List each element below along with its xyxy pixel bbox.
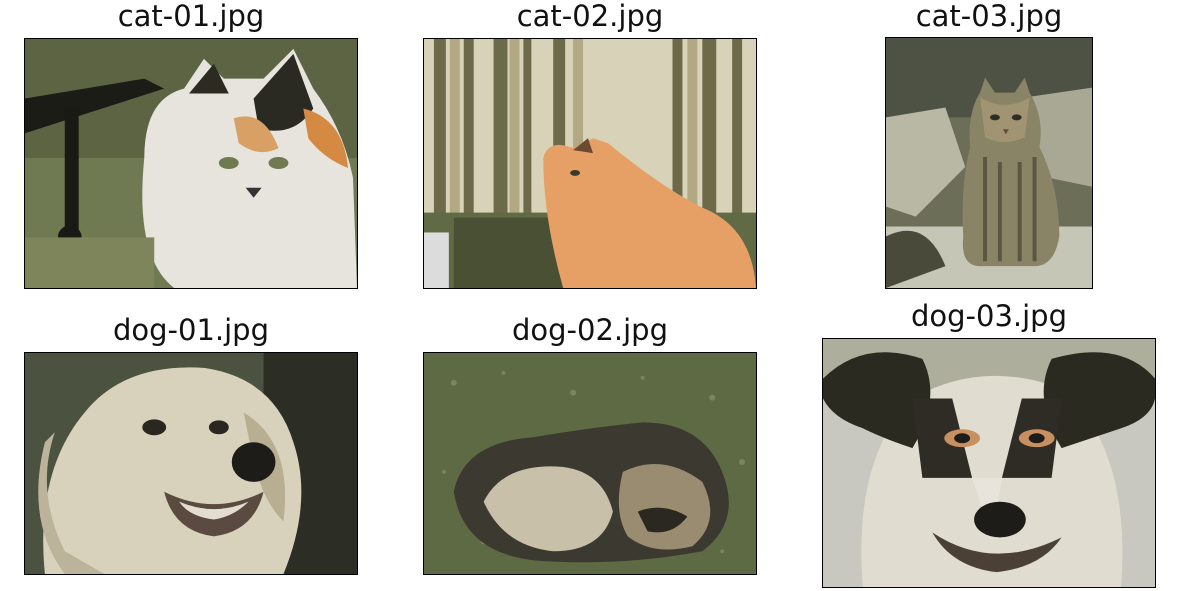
cat-photo [24,38,358,289]
cat-photo [423,38,757,289]
cat-photo [885,37,1093,289]
image-tile-cat-02: cat-02.jpg [423,0,757,290]
image-tile-dog-01: dog-01.jpg [24,314,358,576]
image-tile-cat-03: cat-03.jpg [885,0,1093,290]
image-caption: cat-02.jpg [516,0,664,33]
dog-photo [24,352,358,575]
dog-photo [423,352,757,575]
image-caption: dog-01.jpg [112,313,270,347]
dog-photo [822,338,1156,588]
image-caption: cat-03.jpg [915,0,1063,33]
image-tile-dog-02: dog-02.jpg [423,314,757,576]
image-caption: dog-02.jpg [511,313,669,347]
image-caption: cat-01.jpg [117,0,265,33]
image-tile-dog-03: dog-03.jpg [822,300,1156,589]
image-tile-cat-01: cat-01.jpg [24,0,358,290]
image-caption: dog-03.jpg [910,299,1068,333]
